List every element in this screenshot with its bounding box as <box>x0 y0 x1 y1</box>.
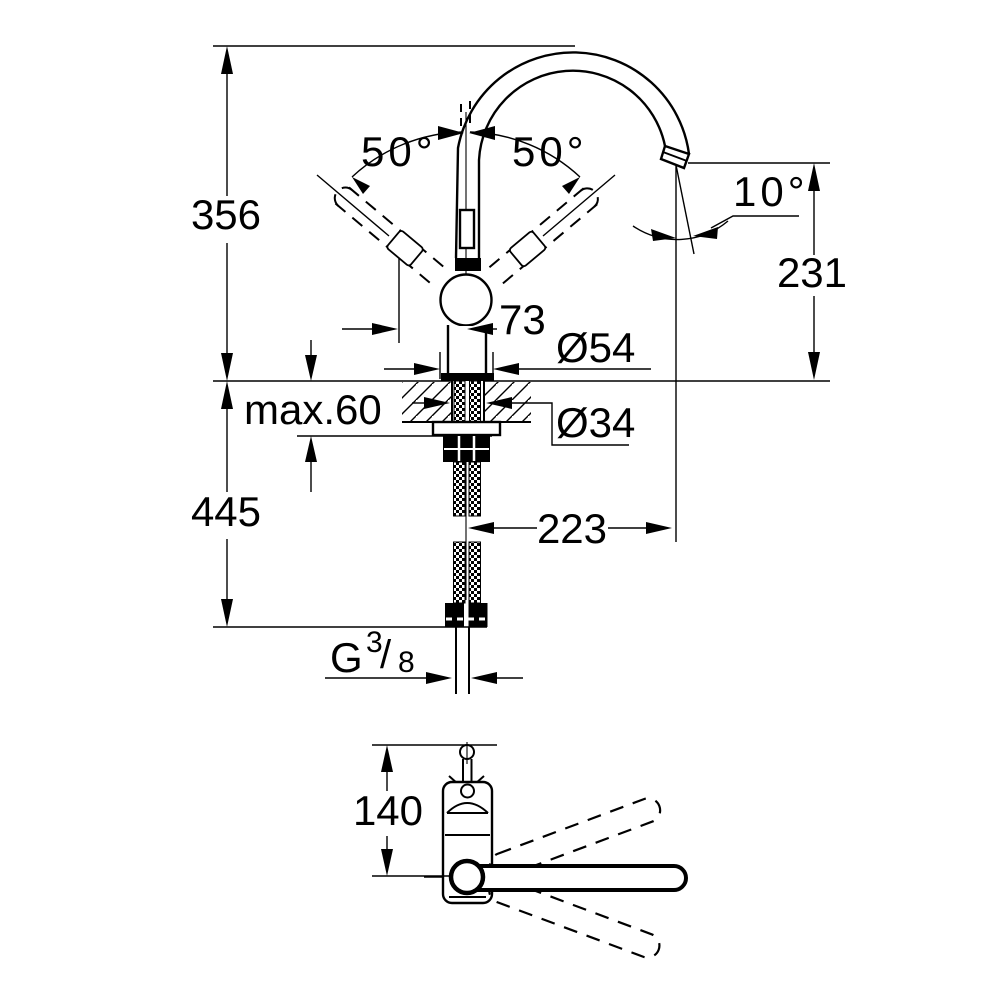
dim-spout-reach-label: 223 <box>537 505 607 552</box>
plan-dome <box>446 802 489 814</box>
arrow-right <box>424 397 450 409</box>
dim-deck-max-label: max.60 <box>244 386 382 433</box>
faucet-side <box>333 51 691 694</box>
spout-outer-edge <box>454 51 691 259</box>
dim-outlet-height-label: 231 <box>777 249 847 296</box>
ext-line-swing-left <box>316 174 390 237</box>
reference-lines <box>213 45 830 628</box>
dim-outlet-angle-label: 10° <box>733 168 809 215</box>
dim-below-deck-label: 445 <box>191 488 261 535</box>
arrow-left <box>468 522 494 534</box>
dim-lever-offset-label: 73 <box>499 296 546 343</box>
arrow-down <box>808 352 820 380</box>
outlet-angle-line <box>675 164 695 255</box>
lever-dashed-right <box>488 187 599 285</box>
arrow-right <box>438 126 464 140</box>
arrow-left <box>486 397 512 409</box>
dimension-total-height: 356 <box>191 46 261 381</box>
spout-inner-edge <box>477 69 667 258</box>
leader <box>512 402 629 446</box>
dimension-spout-reach: 223 <box>468 505 672 552</box>
plan-screw-circle <box>460 783 475 799</box>
dimension-handle-length: 140 <box>353 744 497 877</box>
thread-numerator: 3 <box>366 626 383 659</box>
handle-bar <box>463 864 688 892</box>
hose-fitting-left <box>445 603 464 627</box>
lever-grip <box>458 208 476 250</box>
dim-base-diameter-label: Ø54 <box>556 324 635 371</box>
arrow-down <box>381 849 393 876</box>
arrow-left <box>493 363 519 375</box>
arrow-right <box>372 323 398 335</box>
thread-prefix: G <box>330 634 363 681</box>
arrow-left <box>467 323 493 335</box>
ball-joint <box>439 273 493 327</box>
handle-boss <box>448 858 486 896</box>
arrow-up <box>221 46 233 74</box>
arrow-up <box>305 436 317 462</box>
arrow-left <box>471 672 497 684</box>
arrow-left <box>469 126 495 140</box>
leader <box>710 215 799 229</box>
arrow-down <box>305 355 317 381</box>
lever-dashed-left <box>333 186 445 285</box>
dimension-lever-offset: 73 <box>342 296 546 343</box>
thread-slash: / <box>380 633 392 677</box>
arrow-end <box>562 177 580 194</box>
arrow-up <box>381 745 393 772</box>
base-plate <box>441 373 494 381</box>
spout-outlet-cap <box>659 144 691 170</box>
dimension-outlet-angle: 10° <box>632 168 809 241</box>
outlet-cap-ring <box>662 151 688 162</box>
arrow-down <box>221 353 233 381</box>
ext-line-swing-right <box>542 174 616 237</box>
mounting-nut <box>431 420 502 462</box>
arrow-up <box>221 381 233 409</box>
dim-swing-left-label: 50° <box>361 128 437 175</box>
thread-denominator: 8 <box>398 646 415 679</box>
lever-base <box>455 258 481 271</box>
shank <box>451 380 485 423</box>
arrow-down <box>221 599 233 627</box>
arrow-right <box>646 522 672 534</box>
lever-upright <box>455 208 481 271</box>
dim-shank-diameter-label: Ø34 <box>556 399 635 446</box>
supply-hoses <box>445 461 488 627</box>
dimension-shank-diameter: Ø34 <box>412 397 635 446</box>
dim-handle-length-label: 140 <box>353 787 423 834</box>
arrow-end <box>352 177 370 194</box>
angle-arc <box>632 220 729 241</box>
dim-swing-right-label: 50° <box>512 128 588 175</box>
arrow-right <box>414 363 440 375</box>
dimension-thread: G 3 / 8 <box>325 626 523 684</box>
dimension-below-deck: 445 <box>191 381 261 627</box>
dimension-base-diameter: Ø54 <box>384 324 651 375</box>
dimension-swing-left: 50° <box>351 126 464 194</box>
side-view: 356 445 max.60 73 <box>191 45 847 694</box>
hose-fitting-right <box>468 603 488 627</box>
plan-view: 140 <box>353 742 688 959</box>
supply-pipe <box>455 627 470 694</box>
arrow-right <box>426 672 452 684</box>
dimension-outlet-height: 231 <box>777 163 847 380</box>
arrow-left <box>693 227 718 239</box>
arrow-right <box>651 229 676 241</box>
dimension-swing-right: 50° <box>469 126 588 194</box>
arrow-up <box>808 163 820 191</box>
dim-total-height-label: 356 <box>191 191 261 238</box>
dimension-deck-thickness: max.60 <box>244 340 382 492</box>
